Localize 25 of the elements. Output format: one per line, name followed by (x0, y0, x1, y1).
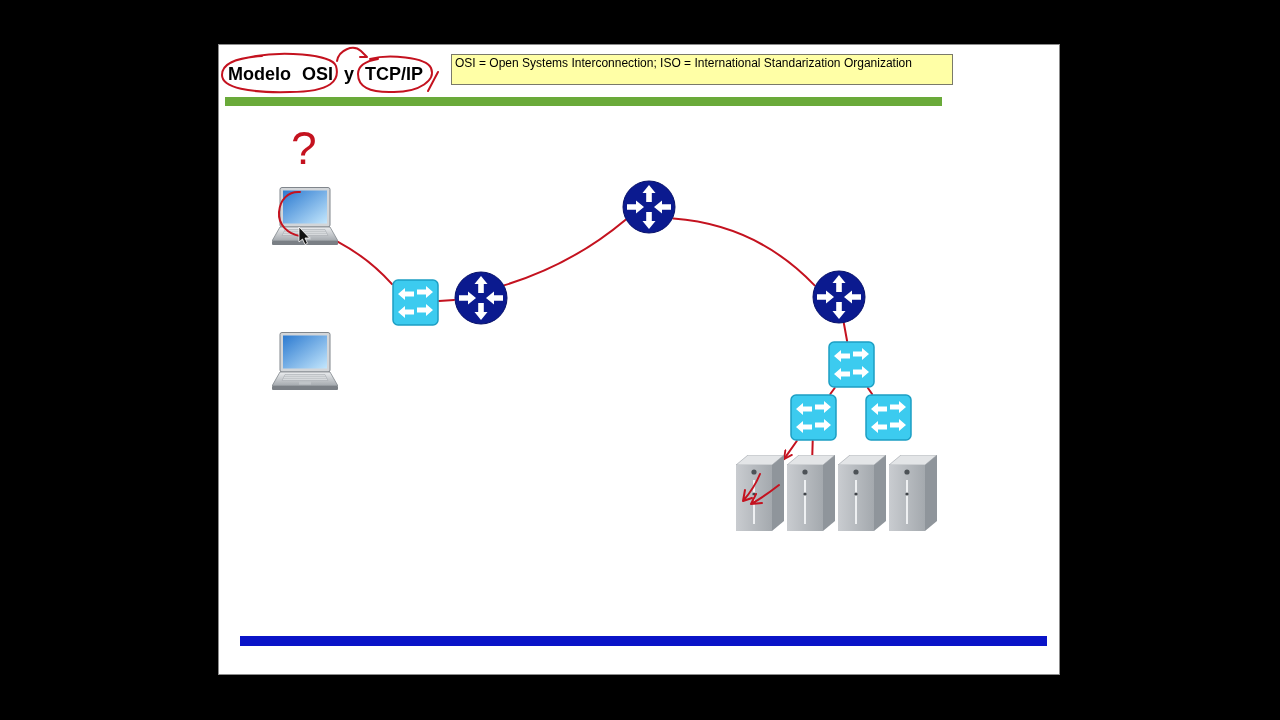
router-icon (812, 270, 866, 324)
connection-line (829, 387, 836, 395)
laptop-icon (272, 187, 338, 245)
handwritten-question-mark: ? (291, 121, 317, 175)
switch-icon (828, 341, 875, 388)
definition-note: OSI = Open Systems Interconnection; ISO = International Standarization Organization (451, 54, 953, 85)
switch-icon (392, 279, 439, 326)
server-icon (838, 455, 886, 531)
server-icon (889, 455, 937, 531)
router-icon (622, 180, 676, 234)
connection-line (337, 240, 393, 286)
server-icon (787, 455, 835, 531)
arrow (783, 440, 798, 461)
connection-line (842, 322, 849, 342)
slide-title: Modelo OSI y TCP/IP (228, 64, 424, 84)
laptop-icon (272, 332, 338, 390)
switch-icon (865, 394, 912, 441)
connection-line (866, 387, 874, 395)
connection-line (672, 217, 816, 287)
connection-line (503, 218, 627, 287)
server-icon (736, 455, 784, 531)
connection-line (438, 298, 456, 302)
router-icon (454, 271, 508, 325)
switch-icon (790, 394, 837, 441)
connection-line (811, 440, 814, 456)
